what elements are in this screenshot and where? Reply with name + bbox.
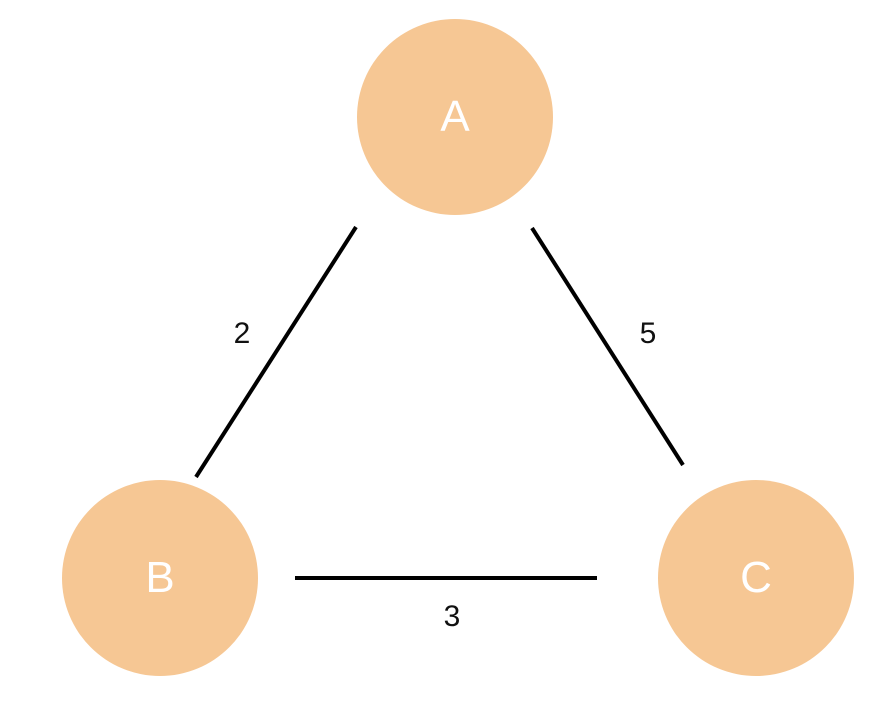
edge-a-c: [530, 226, 685, 467]
edge-weight-a-c: 5: [639, 317, 657, 350]
edge-weight-b-c: 3: [443, 600, 461, 633]
node-b-label: B: [145, 553, 175, 602]
node-c: C: [658, 480, 854, 676]
edge-weight-a-b: 2: [233, 317, 251, 350]
node-b: B: [62, 480, 258, 676]
node-c-label: C: [740, 553, 772, 602]
node-a-label: A: [440, 92, 470, 141]
edge-a-b: [194, 225, 358, 479]
node-a: A: [357, 19, 553, 215]
